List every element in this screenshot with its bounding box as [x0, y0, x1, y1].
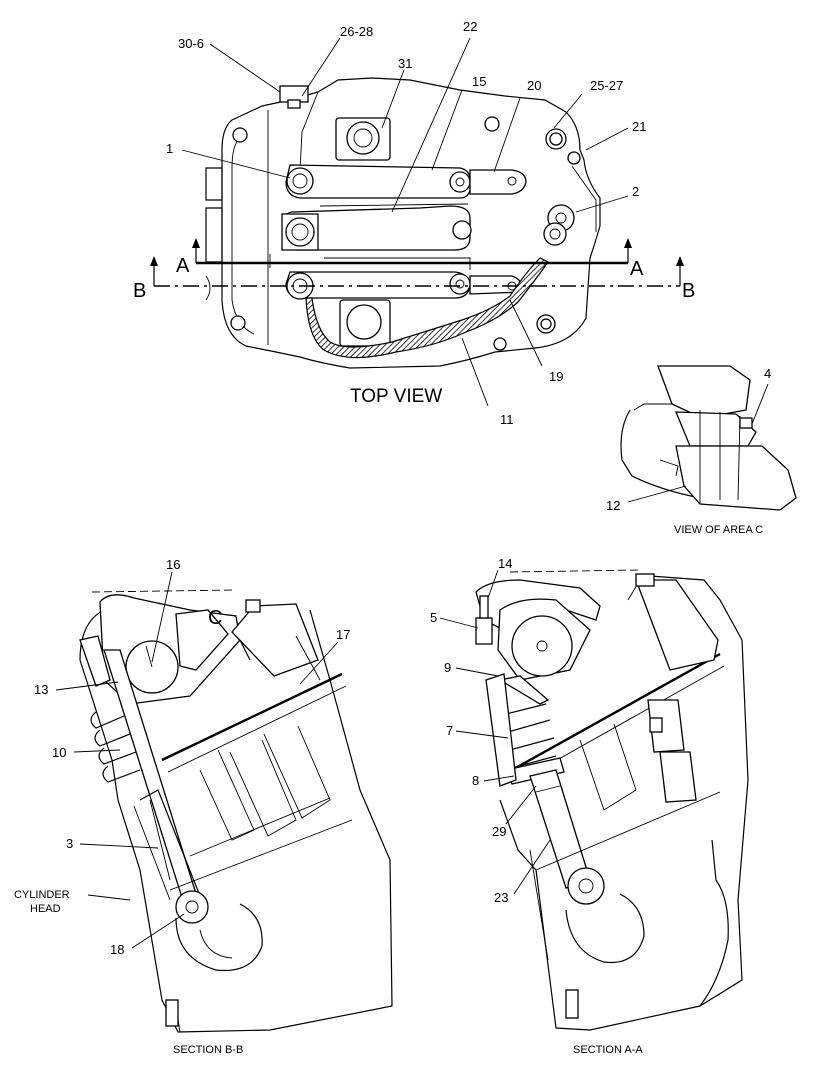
- callout-16: 16: [166, 557, 180, 572]
- section-marker-b-left: B: [133, 280, 146, 302]
- callout-12: 12: [606, 498, 620, 513]
- housing-bolt-hole: [540, 318, 552, 330]
- valve-spring-10: [90, 711, 141, 783]
- callout-9: 9: [444, 660, 451, 675]
- cylinder-head-label-line2: HEAD: [30, 903, 61, 915]
- rocker-arm-upper: [285, 164, 471, 199]
- top-view: A A B B 30-6 26-28 22 31 15 20 25-27 21 …: [133, 19, 695, 427]
- callout-26-28: 26-28: [340, 24, 373, 39]
- housing-bolt-hole: [549, 132, 563, 146]
- callout-19: 19: [549, 369, 563, 384]
- callout-23: 23: [494, 890, 508, 905]
- callout-25-27: 25-27: [590, 78, 623, 93]
- callout-5: 5: [430, 610, 437, 625]
- callout-14: 14: [498, 556, 512, 571]
- callout-18: 18: [110, 942, 124, 957]
- callout-10: 10: [52, 745, 66, 760]
- cam-follower-23: [567, 867, 605, 905]
- section-marker-b-right: B: [682, 280, 695, 302]
- housing-bolt-hole: [484, 116, 500, 132]
- section-marker-c: C: [208, 607, 222, 629]
- callout-29: 29: [492, 824, 506, 839]
- top-view-housing-outline: [221, 77, 601, 369]
- callout-17: 17: [336, 627, 350, 642]
- callout-20: 20: [527, 78, 541, 93]
- area-c-title: VIEW OF AREA C: [674, 524, 763, 536]
- section-aa-view: 14 5 9 7 8 29 23 SECTION A-A: [430, 556, 749, 1056]
- housing-bolt-hole: [493, 337, 507, 351]
- area-c-view: 4 12 VIEW OF AREA C: [606, 365, 797, 536]
- section-aa-title: SECTION A-A: [573, 1044, 643, 1056]
- callout-11: 11: [500, 412, 514, 427]
- cylinder-head-label-line1: CYLINDER: [14, 889, 70, 901]
- top-view-title: TOP VIEW: [350, 386, 442, 407]
- section-marker-a-right: A: [630, 258, 644, 280]
- callout-3: 3: [66, 836, 73, 851]
- housing-bolt-hole: [230, 315, 246, 331]
- callout-21: 21: [632, 119, 646, 134]
- housing-bolt-hole: [232, 127, 248, 143]
- cam-follower-18: [175, 890, 209, 924]
- section-bb-view: 16 C 17 13 10 3 CYLINDER HEAD 18 SECTION…: [14, 557, 393, 1056]
- callout-8: 8: [472, 773, 479, 788]
- callout-13: 13: [34, 682, 48, 697]
- callout-1: 1: [166, 141, 173, 156]
- callout-4: 4: [764, 366, 771, 381]
- callout-15: 15: [472, 74, 486, 89]
- callout-7: 7: [446, 723, 453, 738]
- valve-bridge: [469, 169, 527, 195]
- housing-bolt-hole: [567, 151, 581, 165]
- section-bb-title: SECTION B-B: [173, 1044, 243, 1056]
- callout-22: 22: [463, 19, 477, 34]
- camshaft-aa: [511, 615, 573, 677]
- callout-2: 2: [632, 184, 639, 199]
- section-marker-a-left: A: [176, 255, 190, 277]
- callout-30-6: 30-6: [178, 36, 204, 51]
- cylinder-head-body: [79, 609, 393, 1033]
- callout-31: 31: [398, 56, 412, 71]
